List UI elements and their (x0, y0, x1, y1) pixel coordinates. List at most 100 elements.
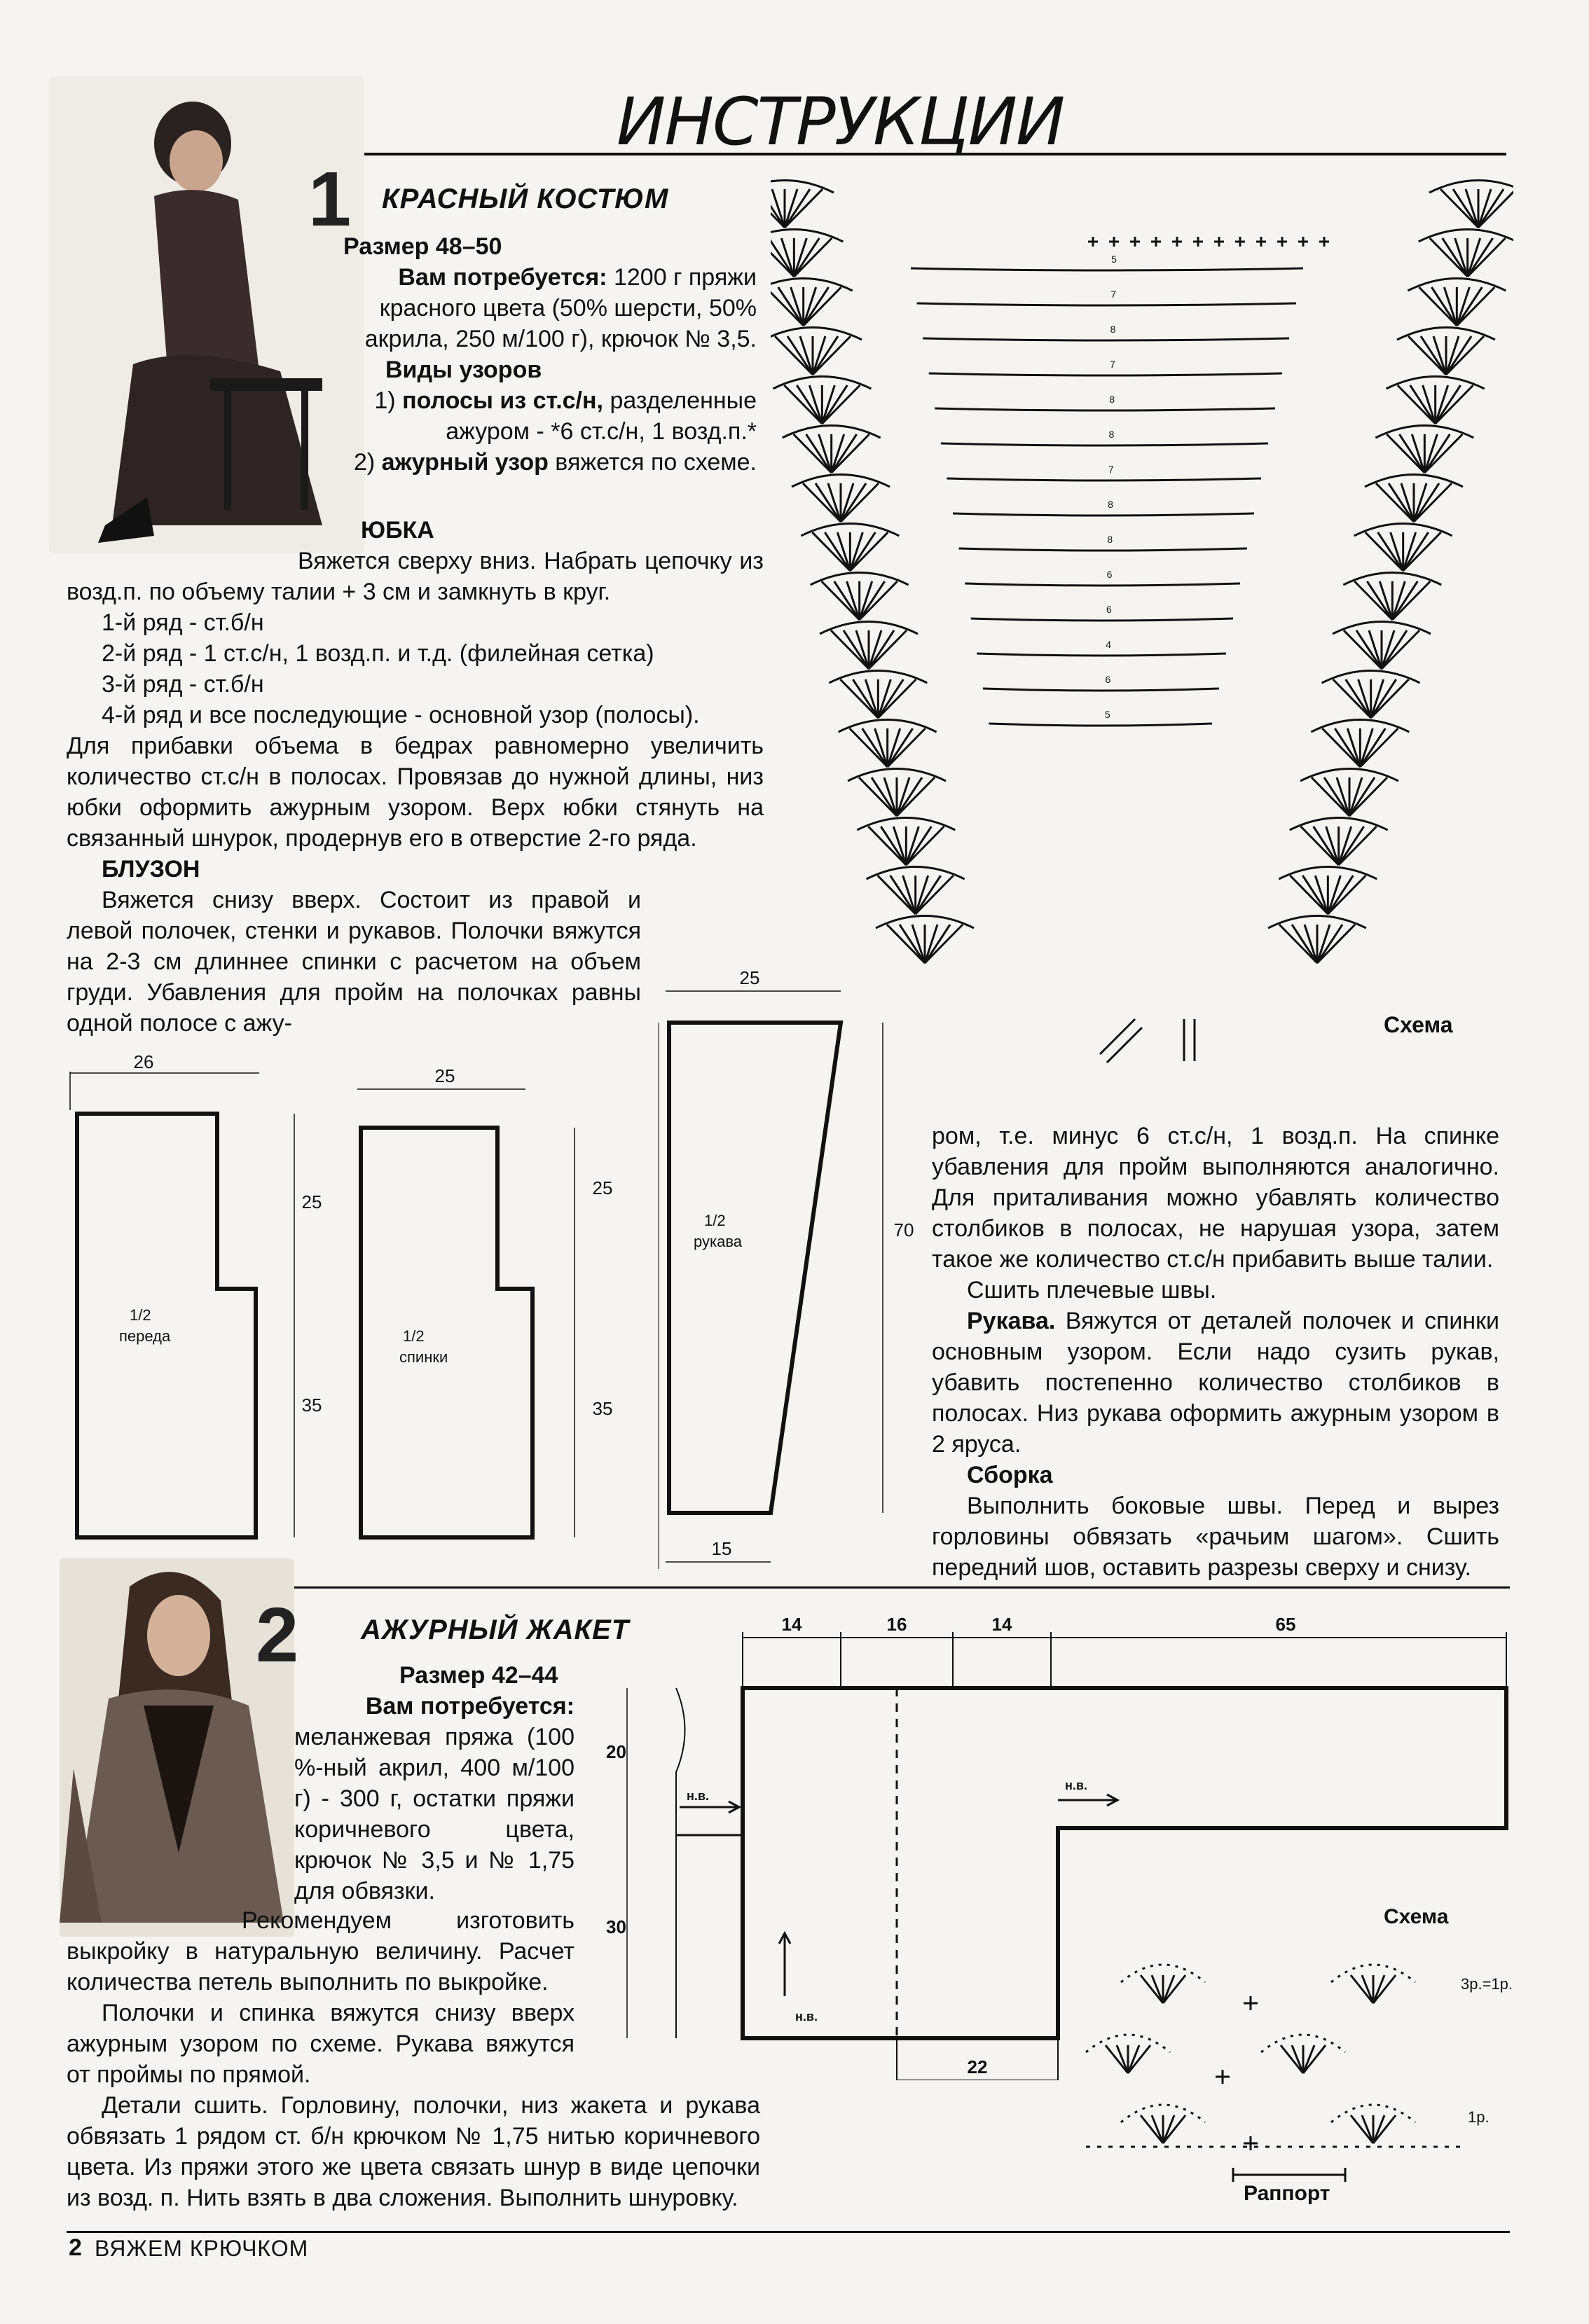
crochet-fan (753, 277, 853, 327)
stripe-line (958, 547, 1248, 552)
nv-label-1: н.в. (687, 1789, 709, 1803)
section-2-intro: Размер 42–44 Вам потребуется: меланжевая… (294, 1660, 575, 1907)
jacket-needs-label: Вам потребуется: (365, 1693, 575, 1720)
stripe-line (947, 477, 1262, 482)
crochet-fan (1310, 719, 1410, 768)
section-1-title: КРАСНЫЙ КОСТЮМ (382, 184, 669, 214)
crochet-fan (1260, 2033, 1346, 2074)
stripe-line (965, 582, 1241, 587)
crochet-fan (1330, 1963, 1416, 2004)
stripe-number: 7 (1110, 359, 1115, 370)
crochet-fan (837, 719, 937, 768)
crochet-fan (1385, 375, 1485, 425)
sleeves-label: Рукава. (967, 1308, 1056, 1334)
stripe-line (916, 302, 1297, 307)
pattern1-name: полосы из ст.с/н, (402, 387, 603, 414)
crochet-fan (735, 179, 834, 229)
back-label-2: спинки (399, 1348, 448, 1366)
jacket-left-lower-dim: 30 (606, 1916, 626, 1937)
patterns-heading: Виды узоров (385, 357, 542, 383)
stripe-number: 6 (1107, 569, 1113, 580)
front-upper-dim: 25 (302, 1191, 322, 1212)
plus-mark (1216, 2070, 1230, 2084)
pattern1-prefix: 1) (374, 387, 403, 414)
crochet-fan (1407, 277, 1507, 327)
skirt-paragraph-1: Вяжется сверху вниз. Набрать цепочку из … (67, 548, 764, 605)
plus-mark (1277, 237, 1287, 247)
section-1-intro: Размер 48–50 Вам потребуется: 1200 г пря… (308, 231, 757, 478)
jacket-top-dim-4: 65 (1276, 1614, 1296, 1635)
skirt-row-3: 3-й ряд - ст.б/н (102, 671, 264, 698)
stripe-number: 5 (1105, 709, 1110, 720)
stripe-line (935, 407, 1276, 412)
stripe-line (989, 722, 1213, 727)
sleeve-label-2: рукава (694, 1233, 743, 1250)
plus-mark (1193, 237, 1203, 247)
needs-label: Вам потребуется: (398, 264, 607, 291)
skirt-paragraph-2: Для прибавки объема в бедрах равномерно … (67, 733, 764, 852)
crochet-fan (744, 228, 844, 278)
crochet-fan (828, 670, 928, 719)
plus-mark (1235, 237, 1245, 247)
stripe-line (952, 512, 1255, 517)
front-lower-dim: 35 (302, 1395, 322, 1416)
crochet-fan (809, 572, 909, 621)
stripe-line (970, 617, 1234, 622)
section-2-body: Рекомендуем изготовить выкройку в натура… (67, 1905, 760, 2213)
footer-rule (67, 2231, 1510, 2233)
crochet-fan (1396, 326, 1496, 376)
crochet-fan (1417, 228, 1518, 278)
crochet-fan (800, 523, 900, 572)
skirt-heading: ЮБКА (361, 517, 434, 544)
jacket-top-dim-3: 14 (992, 1614, 1012, 1635)
crochet-fan (819, 621, 919, 670)
blouse-paragraph-3: Сшить плечевые швы. (967, 1277, 1217, 1303)
jacket-top-dim-2: 16 (887, 1614, 907, 1635)
sleeve-height-dim: 70 (894, 1219, 914, 1240)
sleeve-top-dim: 25 (740, 967, 760, 988)
header-rule (63, 153, 1506, 155)
rapport-label: Раппорт (1244, 2182, 1330, 2205)
plus-mark (1088, 237, 1098, 247)
jacket-size: Размер 42–44 (399, 1662, 558, 1689)
jacket-top-dim-1: 14 (782, 1614, 802, 1635)
skirt-row-1: 1-й ряд - ст.б/н (102, 609, 264, 636)
size-label: Размер 48–50 (343, 233, 502, 260)
crochet-fan (1085, 2033, 1171, 2074)
back-label-1: 1/2 (403, 1327, 425, 1345)
jacket-pattern: 14 16 14 65 20 30 22 н.в. н.в. н.в. (596, 1604, 1513, 2087)
crochet-fan (1353, 523, 1453, 572)
stripe-number: 8 (1107, 534, 1113, 545)
jacket-bottom-dim: 22 (968, 2056, 988, 2077)
plus-mark (1151, 237, 1161, 247)
back-top-dim: 25 (435, 1065, 455, 1086)
jacket-needs-text: меланжевая пряжа (100 %-ный акрил, 400 м… (294, 1724, 575, 1904)
nv-label-3: н.в. (795, 2010, 818, 2024)
crochet-fan (1375, 424, 1475, 474)
crochet-fan (1342, 572, 1443, 621)
back-upper-dim: 25 (593, 1177, 613, 1198)
photo-red-suit (49, 77, 364, 553)
stripe-number: 8 (1110, 324, 1116, 335)
stripe-number: 8 (1108, 499, 1113, 510)
crochet-fan (1278, 866, 1378, 915)
row3-label: 3р.=1р. (1461, 1975, 1513, 1993)
photo-lace-jacket (60, 1558, 294, 1937)
section-divider (67, 1586, 1510, 1589)
front-top-dim: 26 (134, 1051, 154, 1072)
plus-mark (1130, 237, 1140, 247)
assembly-text: Выполнить боковые швы. Перед и вырез гор… (932, 1493, 1499, 1581)
page-header-title: ИНСТРУКЦИИ (617, 84, 1065, 160)
stripe-number: 6 (1106, 604, 1112, 615)
blouse-paragraph-1: Вяжется снизу вверх. Состоит из правой и… (67, 887, 641, 1037)
crochet-fan (1364, 473, 1464, 523)
blouse-continued: ром, т.е. минус 6 ст.с/н, 1 возд.п. На с… (932, 1121, 1499, 1583)
crochet-fan (1429, 179, 1528, 229)
crochet-fan (781, 424, 881, 474)
stripe-number: 6 (1106, 674, 1111, 685)
crochet-fan (1330, 2103, 1416, 2144)
front-label-1: 1/2 (130, 1306, 151, 1324)
back-lower-dim: 35 (593, 1398, 613, 1419)
magazine-title: ВЯЖЕМ КРЮЧКОМ (95, 2236, 309, 2261)
